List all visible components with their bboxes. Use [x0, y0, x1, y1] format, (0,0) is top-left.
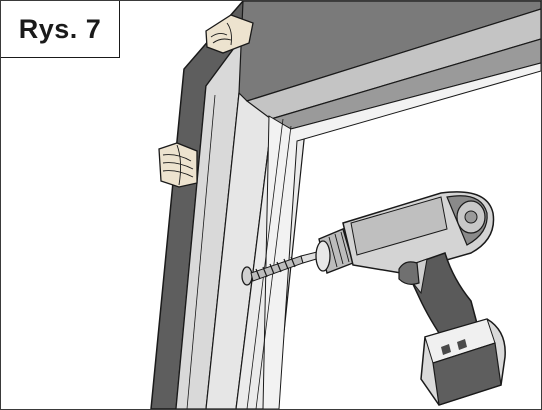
- jamb-line-1: [186, 94, 216, 409]
- jamb-line-2: [246, 118, 284, 409]
- wood-wedge-middle: [158, 142, 198, 188]
- cordless-drill-icon: [315, 191, 506, 406]
- frame-stop-strip: [262, 62, 541, 409]
- wall-opening-edge: [150, 1, 270, 409]
- figure-label: Rys. 7: [1, 1, 120, 58]
- wood-wedge-top: [205, 14, 254, 54]
- frame-left-jamb-outer: [175, 1, 302, 409]
- frame-head-jamb-light: [245, 8, 541, 120]
